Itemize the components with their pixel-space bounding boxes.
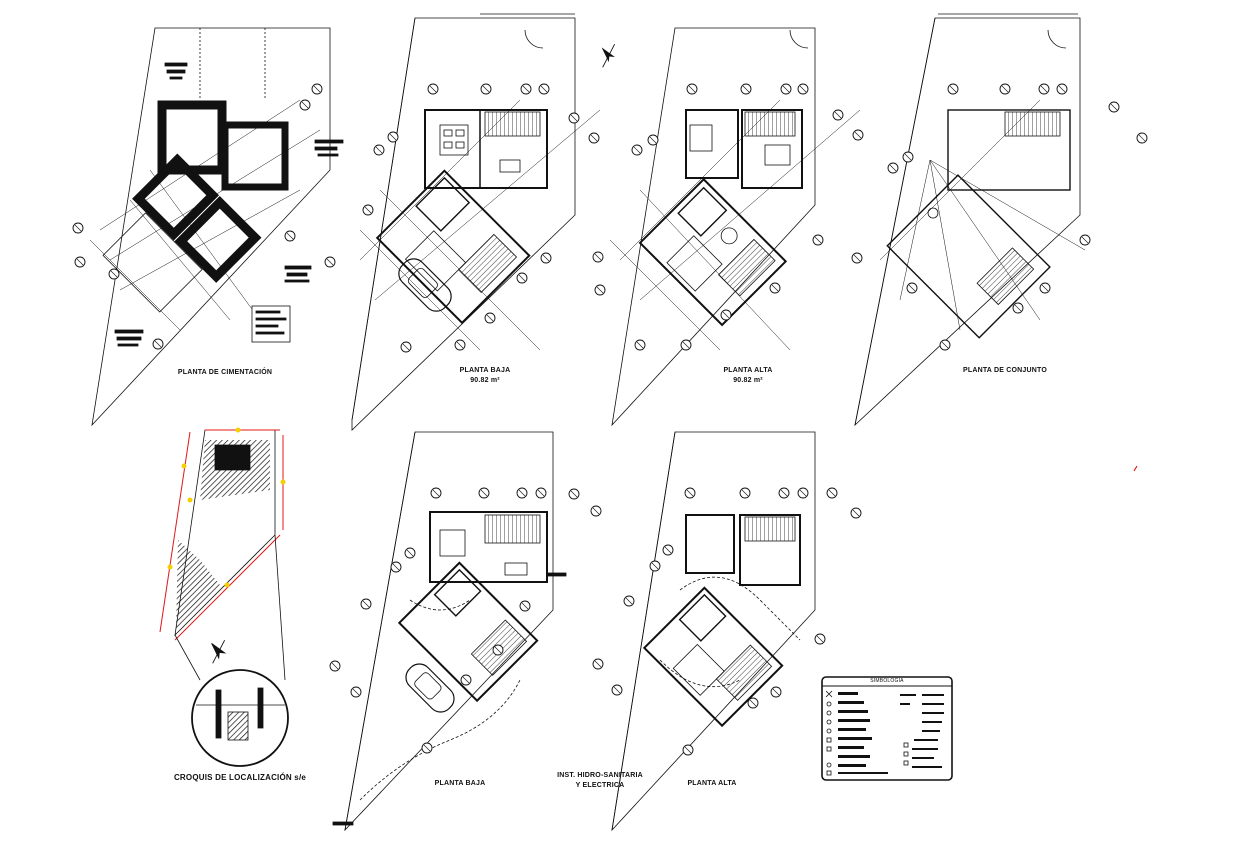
plan-cimentacion [72, 27, 344, 427]
red-mark [1133, 465, 1138, 472]
label-instalaciones: INST. HIDRO-SANITARIA [557, 772, 643, 779]
plan-planta-baja-top [351, 13, 601, 431]
plan-planta-alta-top [592, 27, 864, 427]
label-planta-alta-top-area: 90.82 m² [733, 377, 763, 384]
label-planta-alta-top: PLANTA ALTA [723, 367, 773, 374]
plan-conjunto [851, 13, 1148, 427]
label-planta-baja-top-area: 90.82 m² [470, 377, 500, 384]
plan-planta-baja-inst [329, 431, 602, 832]
plan-planta-alta-inst [592, 431, 862, 832]
label-instalaciones-2: Y ELECTRICA [575, 782, 625, 789]
label-planta-baja-inst: PLANTA BAJA [434, 780, 486, 787]
label-simbologia: SIMBOLOGIA [870, 678, 904, 684]
label-croquis: CROQUIS DE LOCALIZACIÓN s/e [173, 773, 307, 782]
croquis-localizacion [159, 427, 289, 767]
label-planta-cimentacion: PLANTA DE CIMENTACIÓN [177, 369, 273, 376]
simbologia-legend [821, 676, 953, 781]
label-planta-alta-inst: PLANTA ALTA [687, 780, 737, 787]
label-planta-baja-top: PLANTA BAJA [459, 367, 511, 374]
north-arrow-icon [591, 39, 622, 68]
label-planta-conjunto: PLANTA DE CONJUNTO [963, 367, 1047, 374]
